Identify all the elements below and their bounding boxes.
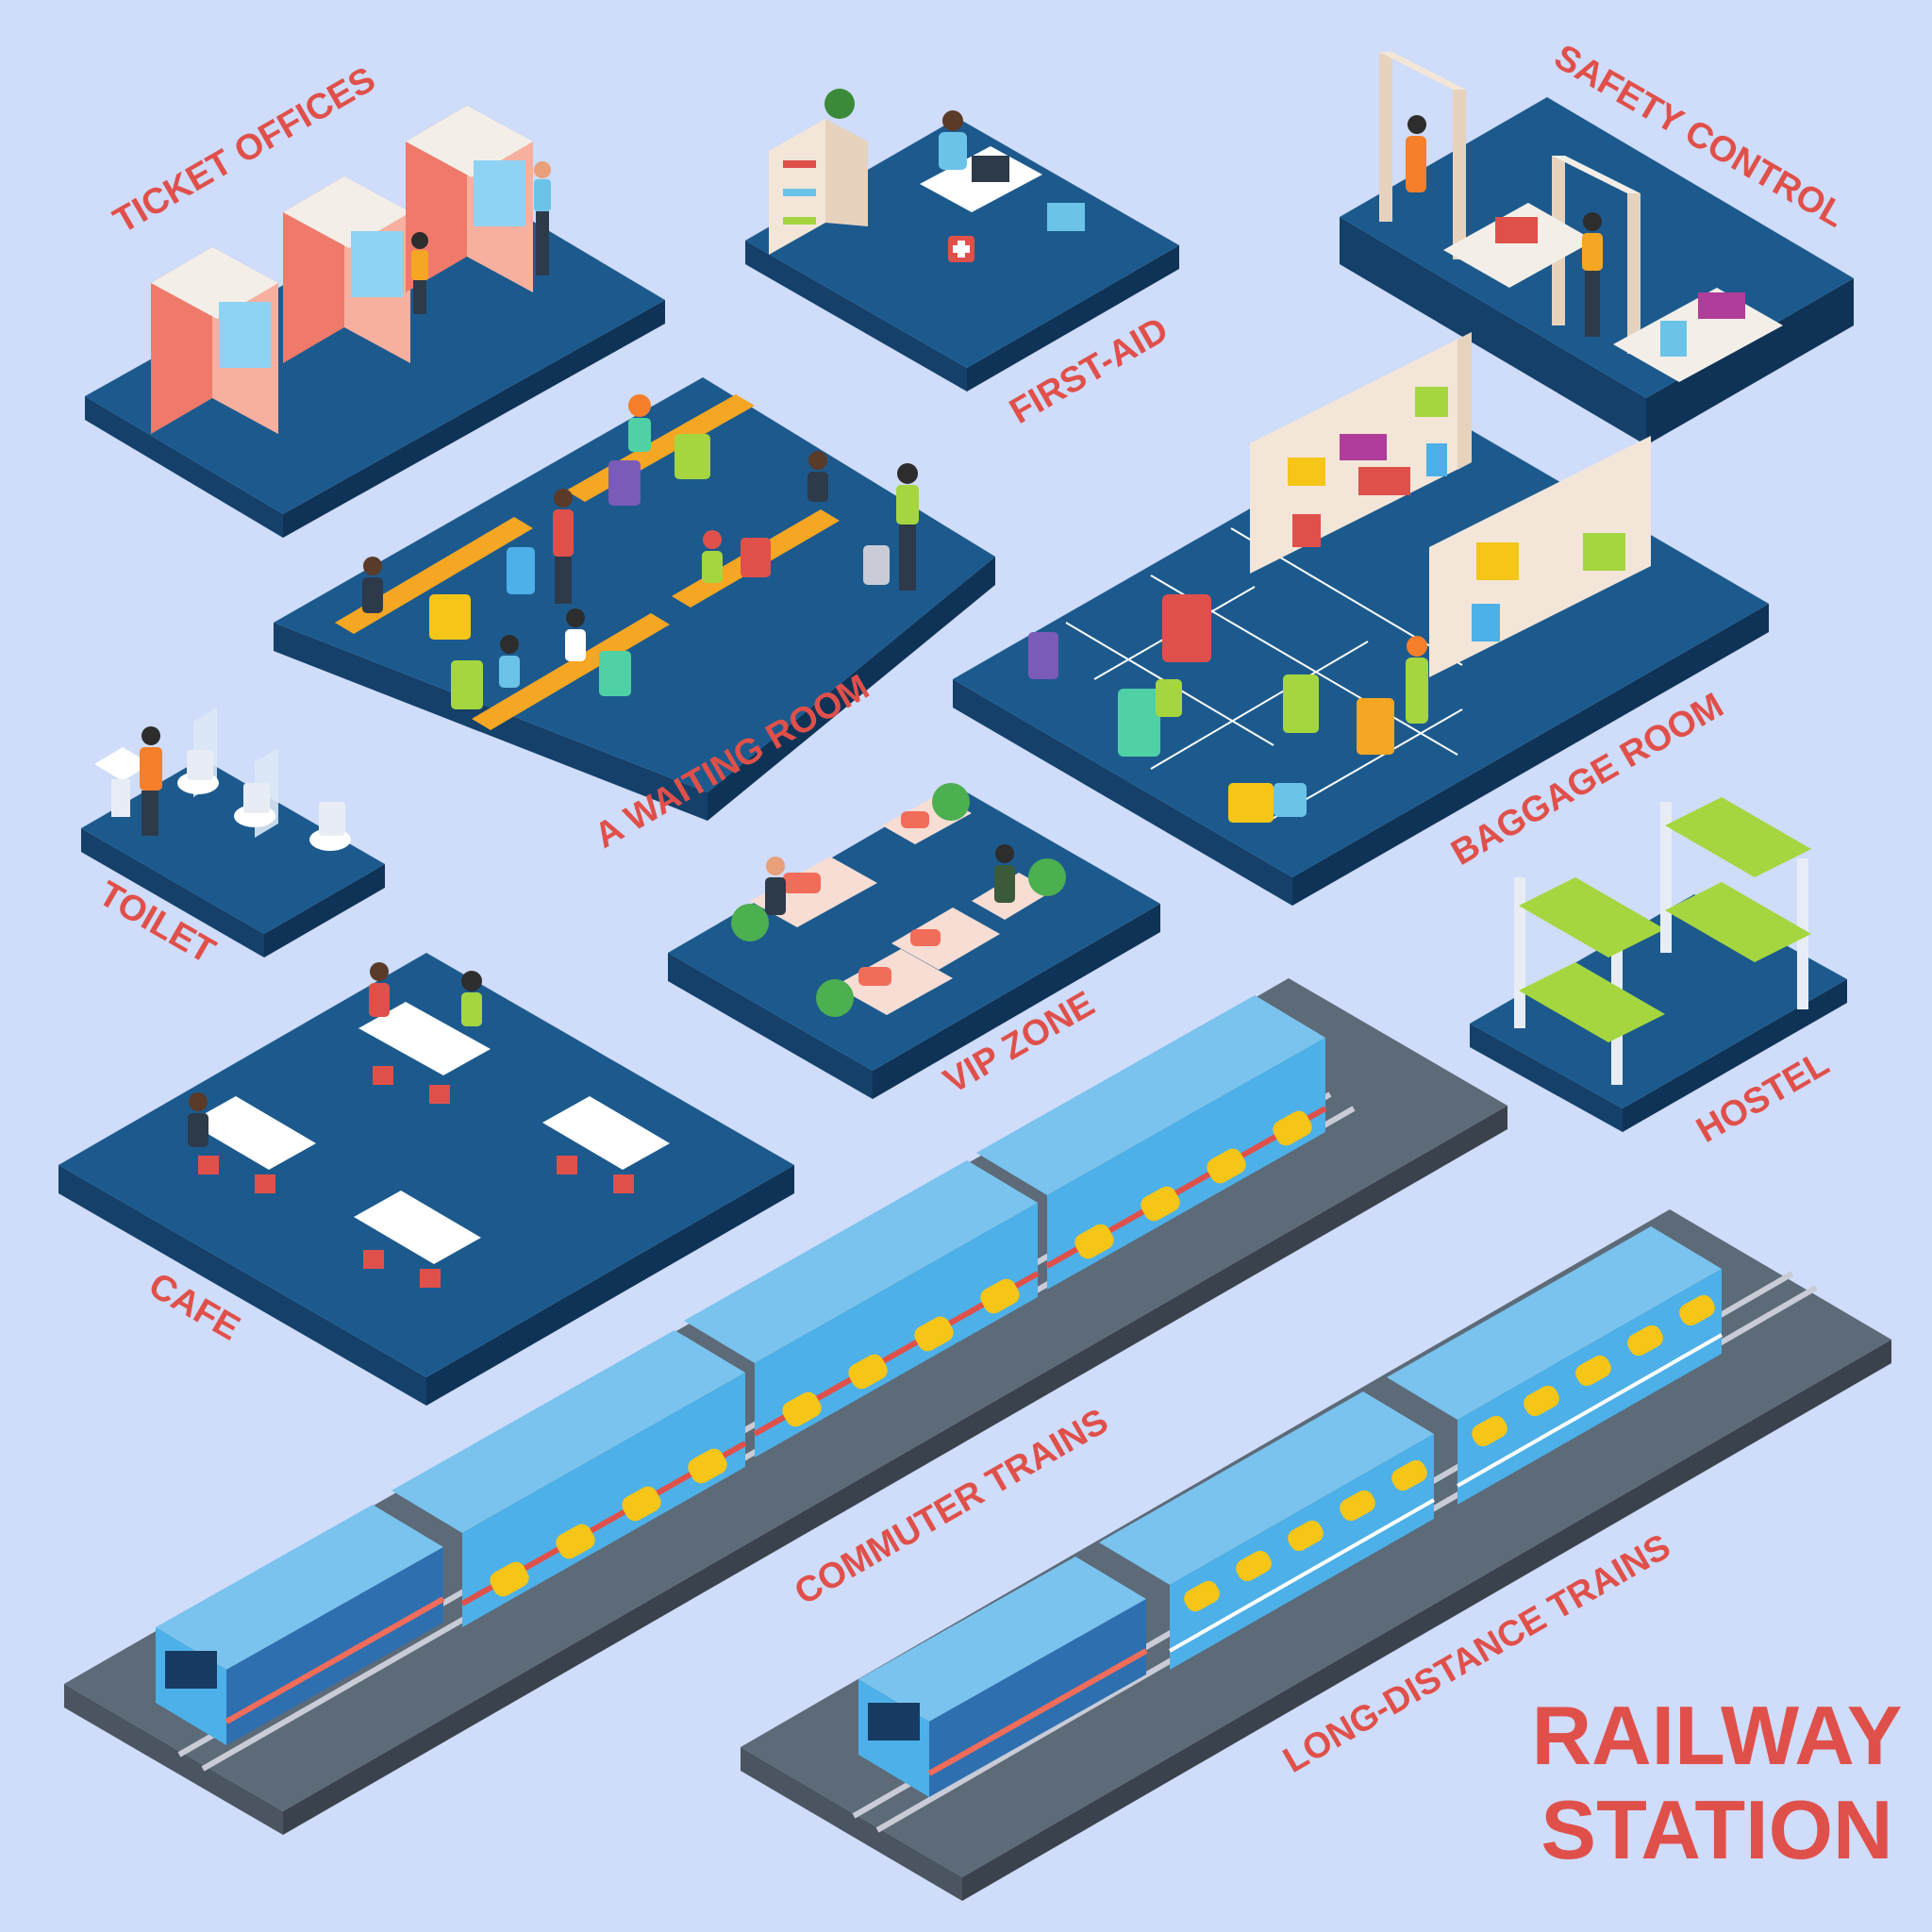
- luggage-shelf: [1250, 332, 1472, 574]
- passenger-person: [565, 608, 586, 661]
- ticket-booth: [283, 176, 410, 363]
- long-distance-train-car: [858, 1557, 1148, 1797]
- plant-icon: [932, 783, 970, 821]
- plant-icon: [1028, 858, 1066, 896]
- safety-control-platform: [1340, 52, 1854, 445]
- toilet-icon: [177, 750, 219, 794]
- waiting-room-platform: [274, 377, 995, 821]
- cafe-platform: [58, 953, 794, 1406]
- hostel-platform: [1470, 797, 1847, 1132]
- waiting-bench: [335, 517, 533, 634]
- title-line-1: RAILWAY: [1531, 1689, 1903, 1782]
- customer-person: [411, 232, 428, 314]
- ticket-booth: [151, 247, 278, 434]
- metal-detector-gate: [1379, 52, 1466, 259]
- passenger-person: [896, 463, 919, 591]
- vip-zone-platform: [668, 783, 1160, 1099]
- vip-sofa: [891, 908, 1000, 970]
- plant-icon: [731, 904, 769, 941]
- vip-person: [765, 857, 786, 915]
- commuter-track-platform: [64, 978, 1507, 1835]
- traveller-person: [1406, 636, 1428, 724]
- passenger-person: [362, 557, 383, 613]
- cafe-person: [461, 971, 482, 1026]
- cafe-person: [369, 962, 390, 1017]
- title-line-2: STATION: [1541, 1783, 1893, 1876]
- long-distance-train-windows: [1184, 1294, 1715, 1612]
- cafe-table: [354, 1191, 481, 1288]
- waiting-bench: [472, 613, 670, 730]
- toilet-platform: [81, 708, 385, 958]
- cafe-person: [188, 1092, 208, 1147]
- passenger-person: [499, 635, 520, 688]
- vip-sofa: [835, 949, 953, 1015]
- passenger-person: [808, 451, 828, 502]
- bunk-bed: [1660, 797, 1811, 1009]
- person: [140, 726, 162, 836]
- cafe-table: [358, 1002, 491, 1104]
- traveller-person: [1406, 115, 1426, 192]
- traveller-person: [1582, 212, 1603, 337]
- passenger-person: [628, 394, 651, 452]
- cafe-table: [189, 1096, 316, 1193]
- commuter-train-car: [156, 1505, 445, 1745]
- laptop-icon: [972, 156, 1009, 182]
- customer-person: [534, 161, 551, 275]
- baggage-room-platform: [953, 332, 1769, 906]
- ticket-offices-platform: [85, 106, 665, 538]
- passenger-person: [553, 489, 574, 604]
- commuter-train-windows: [490, 1110, 1312, 1597]
- luggage-shelf: [1429, 436, 1651, 677]
- bunk-bed: [1514, 877, 1665, 1085]
- cafe-table: [542, 1096, 670, 1193]
- toilet-icon: [309, 802, 351, 851]
- railway-station-title: RAILWAY STATION: [1528, 1689, 1906, 1877]
- toilet-icon: [234, 783, 275, 827]
- plant-icon: [816, 979, 854, 1017]
- vip-person: [994, 844, 1015, 903]
- plant-icon: [824, 89, 855, 119]
- passenger-person: [702, 530, 723, 583]
- first-aid-platform: [745, 89, 1179, 391]
